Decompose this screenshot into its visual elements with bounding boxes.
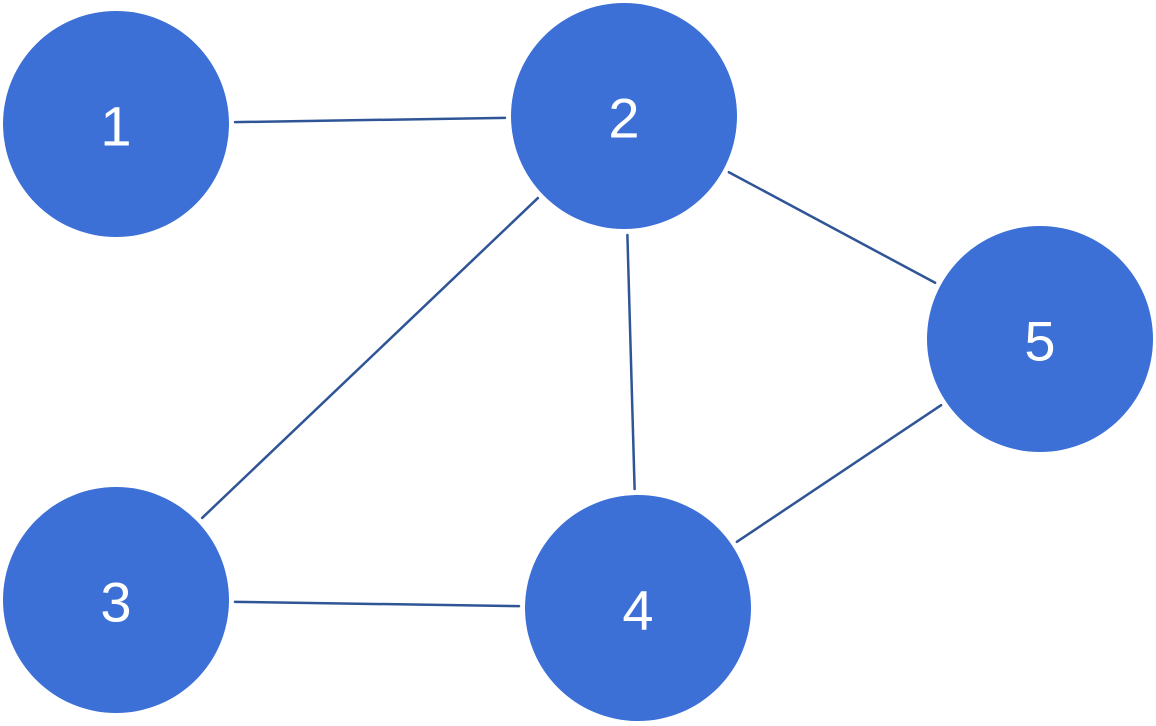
node-4: 4 xyxy=(525,495,751,721)
node-2-label: 2 xyxy=(608,87,639,150)
node-1: 1 xyxy=(3,11,229,237)
node-3-label: 3 xyxy=(100,571,131,634)
edge-1-2 xyxy=(233,116,507,124)
node-5-label: 5 xyxy=(1024,310,1055,373)
edge-2-5 xyxy=(727,170,937,285)
node-3-circle xyxy=(3,487,229,713)
node-4-circle xyxy=(525,495,751,721)
edge-4-5 xyxy=(735,403,943,544)
edge-2-4 xyxy=(626,233,636,491)
node-3: 3 xyxy=(3,487,229,713)
node-1-circle xyxy=(3,11,229,237)
node-4-label: 4 xyxy=(622,579,653,642)
node-2-circle xyxy=(511,3,737,229)
edge-3-4 xyxy=(233,600,521,608)
node-2: 2 xyxy=(511,3,737,229)
edge-2-3 xyxy=(200,196,540,520)
edges-layer xyxy=(200,116,943,608)
node-5-circle xyxy=(927,226,1153,452)
node-1-label: 1 xyxy=(100,95,131,158)
node-5: 5 xyxy=(927,226,1153,452)
